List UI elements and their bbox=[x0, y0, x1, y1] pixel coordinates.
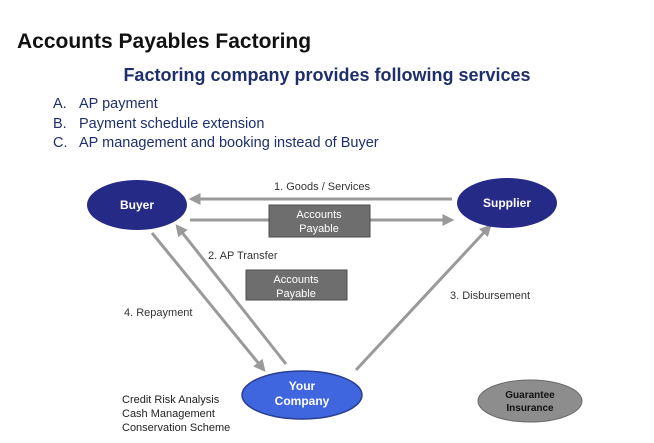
accounts-payable-box-line2: Payable bbox=[299, 223, 339, 235]
company-function-item: Cash Management bbox=[122, 408, 215, 420]
supplier-node bbox=[457, 178, 557, 228]
service-item: A. AP payment bbox=[53, 95, 379, 115]
your-company-node bbox=[241, 370, 363, 420]
service-item: C. AP management and booking instead of B… bbox=[53, 134, 379, 154]
buyer-node bbox=[87, 180, 187, 230]
accounts-payable-box-line2: Payable bbox=[276, 288, 316, 300]
buyer-label: Buyer bbox=[120, 198, 154, 212]
company-functions-list: Credit Risk Analysis Cash Management Con… bbox=[122, 393, 230, 435]
company-function-item: Conservation Scheme bbox=[122, 422, 231, 434]
service-marker: B. bbox=[53, 115, 67, 132]
your-company-label-line2: Company bbox=[275, 394, 330, 408]
ap-transfer-label: 2. AP Transfer bbox=[208, 250, 278, 262]
guarantee-label-line2: Insurance bbox=[506, 403, 554, 414]
goods-services-label: 1. Goods / Services bbox=[274, 181, 370, 193]
service-text: AP management and booking instead of Buy… bbox=[79, 135, 379, 151]
disbursement-label: 3. Disbursement bbox=[450, 290, 530, 302]
accounts-payable-box bbox=[268, 204, 371, 238]
accounts-payable-box-line1: Accounts bbox=[296, 209, 342, 221]
service-item: B. Payment schedule extension bbox=[53, 115, 379, 135]
accounts-payable-box-line1: Accounts bbox=[273, 274, 319, 286]
page-subtitle: Factoring company provides following ser… bbox=[123, 65, 531, 85]
ap-transfer-arrow bbox=[175, 224, 288, 365]
your-company-label-line1: Your bbox=[289, 379, 316, 393]
service-marker: A. bbox=[53, 96, 67, 112]
service-text: Payment schedule extension bbox=[79, 115, 265, 132]
company-function-item: Credit Risk Analysis bbox=[122, 394, 220, 406]
accounts-payable-box bbox=[245, 269, 348, 301]
page-title: Accounts Payables Factoring bbox=[17, 30, 312, 53]
repayment-label: 4. Repayment bbox=[124, 307, 192, 319]
services-list: A. AP payment B. Payment schedule extensio… bbox=[53, 95, 379, 154]
disbursement-arrow bbox=[354, 224, 492, 372]
supplier-label: Supplier bbox=[483, 196, 531, 210]
guarantee-label-line1: Guarantee bbox=[505, 390, 555, 401]
service-text: AP payment bbox=[79, 96, 158, 112]
service-marker: C. bbox=[53, 135, 68, 151]
repayment-arrow bbox=[150, 232, 266, 372]
guarantee-insurance-node bbox=[477, 379, 583, 423]
